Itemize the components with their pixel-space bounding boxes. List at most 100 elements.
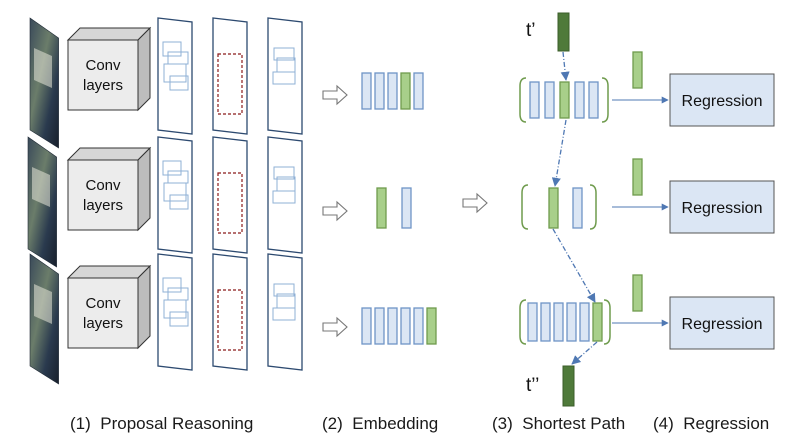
embedding-vector [413,307,424,345]
frame-outline [267,253,303,371]
path-node [544,81,555,119]
left-bracket [521,184,529,230]
selected-proposal-box [217,53,243,115]
embedding-group-row3 [361,307,437,345]
right-bracket [589,184,597,230]
cube-top-face [66,265,152,279]
embedding-group-row1 [361,72,424,110]
cube-side-face [137,146,151,232]
path-node [529,81,540,119]
path-candidates-row1 [519,77,609,123]
path-node [572,187,583,229]
image-highlight [34,284,52,324]
proposal-frame-1 [157,253,193,371]
selected-proposal-box [217,172,243,234]
path-node [574,81,585,119]
cube-front-face [67,39,139,111]
path-node [553,302,564,342]
path-node [566,302,577,342]
regression-label: Regression [682,316,763,333]
frame-outline [212,253,248,371]
proposal-box [169,194,189,210]
anchor-frame-t-prime [557,12,570,52]
embedding-vector [361,72,372,110]
proposal-box [272,71,296,85]
cube-top-face [66,27,152,41]
arrow-icon [322,316,348,338]
proposal-box [163,299,187,319]
path-node [579,302,590,342]
embedding-vector-selected [376,187,387,229]
embedding-vector-selected [400,72,411,110]
proposal-box [272,307,296,321]
conv-label-line2: layers [83,197,123,214]
embedding-group-row2 [376,187,412,229]
regression-box [669,180,775,234]
proposal-box [162,277,182,293]
caption-row: (1) Proposal Reasoning (2) Embedding (3)… [0,414,800,440]
proposal-frame-2 [212,253,248,371]
path-edge [552,228,596,303]
regression-row-2: Regression [612,158,775,234]
right-bracket [601,77,609,123]
proposal-box [162,160,182,176]
proposal-box [163,63,187,83]
frame-outline [212,136,248,254]
path-node-selected [559,81,570,119]
conv-label-line1: Conv [85,177,121,194]
t-double-prime-label: t’’ [526,375,539,396]
proposal-frame-1 [157,17,193,135]
proposal-frame-2 [212,136,248,254]
proposal-box [273,283,295,297]
left-bracket [519,299,527,345]
proposal-box [163,182,187,202]
selected-proposal-box [217,289,243,351]
cube-front-face [67,277,139,349]
path-node [527,302,538,342]
frame-outline [267,17,303,135]
proposal-box [169,311,189,327]
cube-side-face [137,26,151,112]
path-node-selected [592,302,603,342]
conv-label-line2: layers [83,315,123,332]
regression-box [669,296,775,350]
cube-front-face [67,159,139,231]
caption-3: (3) Shortest Path [492,414,626,433]
embedding-vector [374,72,385,110]
path-node-selected [548,187,559,229]
arrow-icon [322,200,348,222]
cube-side-face [137,264,151,350]
path-edge [560,51,570,81]
regression-label: Regression [682,93,763,110]
right-bracket [603,299,611,345]
proposal-frame-1 [157,136,193,254]
regression-feature-vector [632,51,643,89]
t-prime-label: t’ [526,20,536,41]
path-node [588,81,599,119]
regression-feature-vector [632,274,643,312]
embedding-vector [374,307,385,345]
regression-label: Regression [682,200,763,217]
proposal-frame-2 [212,17,248,135]
frame-outline [212,17,248,135]
regression-box [669,73,775,127]
embedding-vector [387,307,398,345]
embedding-vector [387,72,398,110]
caption-2: (2) Embedding [322,414,439,433]
proposal-box [272,190,296,204]
proposal-frame-3 [267,17,303,135]
path-candidates-row3 [519,299,611,345]
proposal-frame-3 [267,136,303,254]
proposal-frame-3 [267,253,303,371]
proposal-box [162,41,182,57]
embedding-vector [413,72,424,110]
proposal-box [169,75,189,91]
cube-top-face [66,147,152,161]
proposal-box [273,166,295,180]
frame-outline [267,136,303,254]
